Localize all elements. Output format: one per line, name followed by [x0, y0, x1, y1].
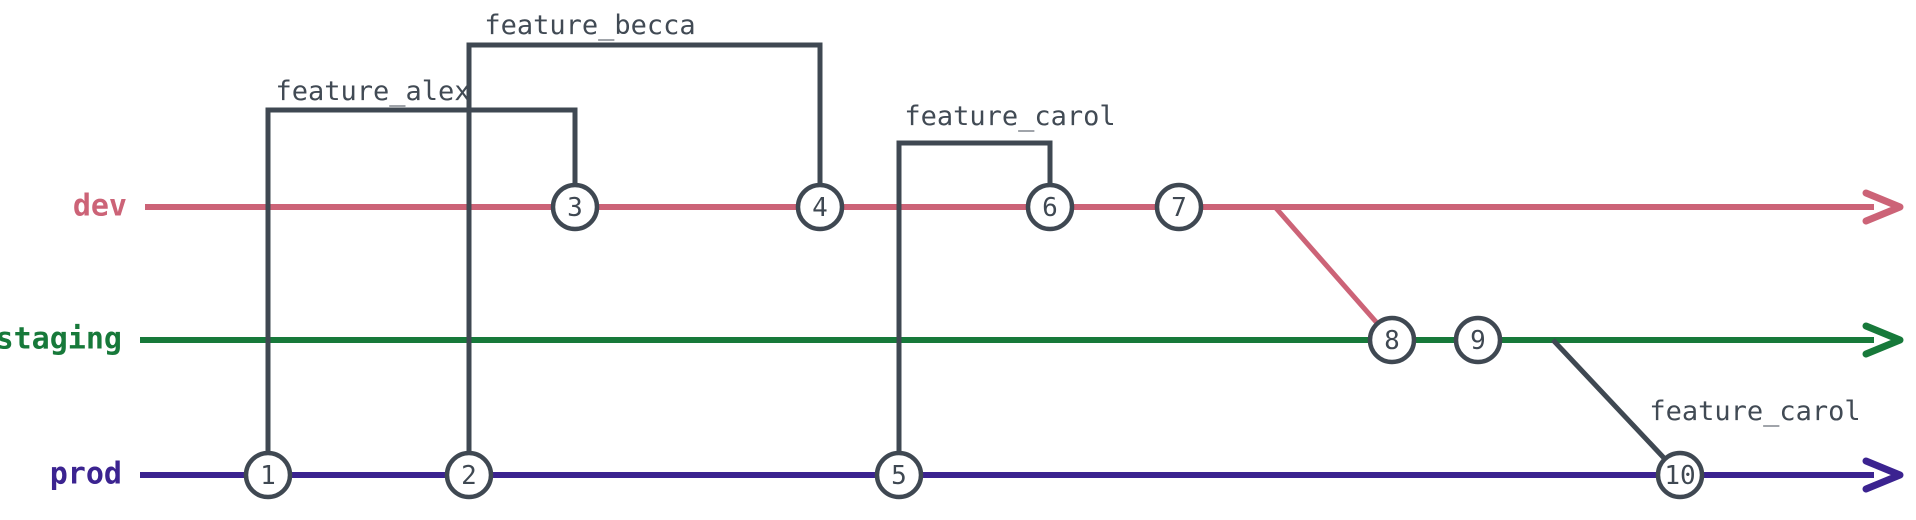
- lane-labels-group: dev staging prod: [0, 189, 127, 492]
- commit-circle-2[interactable]: [444, 450, 494, 500]
- commit-circle-10[interactable]: [1655, 450, 1705, 500]
- commit-circle-6[interactable]: [1025, 182, 1075, 232]
- branch-label-feature_carol_right: feature_carol: [1649, 396, 1860, 427]
- commit-node-4[interactable]: 4: [795, 182, 845, 232]
- branch-label-feature_becca: feature_becca: [484, 10, 695, 41]
- commit-label-5: 5: [891, 461, 907, 491]
- lane-lines-group: [140, 204, 1874, 478]
- lane-label-staging: staging: [0, 322, 122, 357]
- lane-label-prod: prod: [50, 457, 122, 492]
- commit-label-9: 9: [1470, 326, 1486, 356]
- commit-node-2[interactable]: 2: [444, 450, 494, 500]
- commit-circle-9[interactable]: [1453, 315, 1503, 365]
- arrowhead-staging: [1862, 322, 1904, 358]
- commit-circle-1[interactable]: [243, 450, 293, 500]
- branch-path-becca: [466, 42, 823, 453]
- commit-circle-5[interactable]: [874, 450, 924, 500]
- arrowhead-prod: [1862, 457, 1904, 493]
- commit-circle-8[interactable]: [1367, 315, 1417, 365]
- arrowhead-dev: [1862, 189, 1904, 225]
- commit-node-10[interactable]: 10: [1655, 450, 1705, 500]
- commit-label-7: 7: [1171, 193, 1187, 223]
- commit-label-3: 3: [567, 193, 583, 223]
- branch-edges-group: [265, 42, 1053, 453]
- lane-label-dev: dev: [73, 189, 127, 224]
- lane-arrowheads-group: [1862, 189, 1904, 493]
- merge-edge-staging-to-prod: [1551, 338, 1667, 461]
- commit-circle-3[interactable]: [550, 182, 600, 232]
- merge-edge-dev-to-staging: [1273, 205, 1380, 326]
- commit-label-2: 2: [461, 461, 477, 491]
- commit-label-8: 8: [1384, 326, 1400, 356]
- commit-node-3[interactable]: 3: [550, 182, 600, 232]
- commit-circle-7[interactable]: [1154, 182, 1204, 232]
- branch-path-carol: [896, 140, 1053, 453]
- commit-circle-4[interactable]: [795, 182, 845, 232]
- commit-label-4: 4: [812, 193, 828, 223]
- commit-label-1: 1: [260, 461, 276, 491]
- commit-node-5[interactable]: 5: [874, 450, 924, 500]
- commit-node-6[interactable]: 6: [1025, 182, 1075, 232]
- commit-node-9[interactable]: 9: [1453, 315, 1503, 365]
- commit-node-7[interactable]: 7: [1154, 182, 1204, 232]
- branch-label-feature_alex: feature_alex: [275, 76, 470, 107]
- branch-labels-group: feature_alexfeature_beccafeature_carolfe…: [275, 10, 1860, 427]
- branch-label-feature_carol_top: feature_carol: [904, 101, 1115, 132]
- commit-label-6: 6: [1042, 193, 1058, 223]
- merge-edges-group: [1273, 205, 1667, 461]
- commit-node-1[interactable]: 1: [243, 450, 293, 500]
- commit-node-8[interactable]: 8: [1367, 315, 1417, 365]
- branch-path-alex: [265, 107, 578, 453]
- commit-label-10: 10: [1664, 461, 1695, 491]
- commit-nodes-group: 1 2 3 4 5 6 7 8 9 10: [243, 182, 1705, 500]
